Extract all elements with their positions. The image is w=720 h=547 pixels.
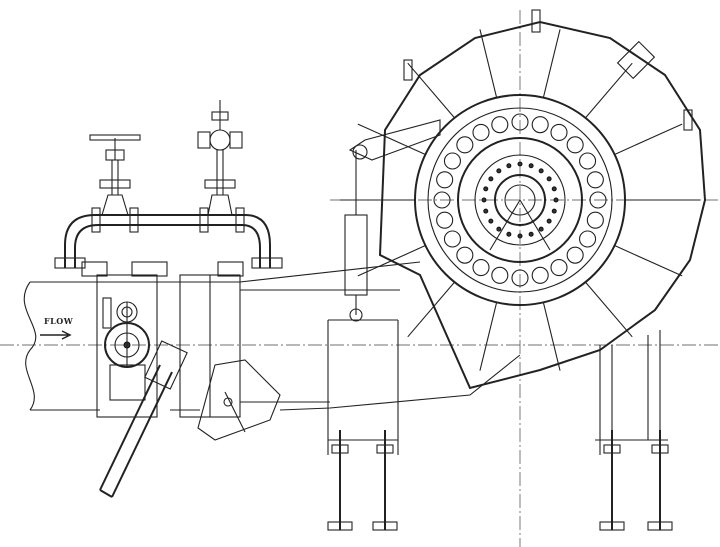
guide-vane — [436, 171, 454, 189]
guide-vane — [436, 211, 454, 229]
guide-vane — [433, 191, 451, 209]
guide-vane — [566, 136, 584, 154]
guide-vane — [472, 123, 490, 142]
casing-rib — [407, 281, 455, 338]
bolt — [496, 168, 502, 174]
spiral-casing — [340, 9, 707, 390]
bolt — [483, 208, 489, 214]
bypass-pipe — [54, 207, 283, 277]
casing-rib — [357, 245, 426, 277]
bolt — [517, 161, 523, 167]
anchor-plate — [647, 521, 673, 531]
guide-vane — [586, 211, 604, 229]
guide-vane — [456, 246, 474, 264]
guide-vane — [550, 123, 568, 142]
bolt — [551, 208, 557, 214]
flow-label: FLOW — [44, 316, 74, 326]
guide-vane — [511, 113, 529, 131]
casing-rib — [585, 281, 633, 338]
anchor-plate — [599, 521, 625, 531]
guide-vane — [456, 136, 474, 154]
inlet-pipe — [23, 261, 521, 418]
guide-vane — [586, 171, 604, 189]
casing-rib — [357, 123, 426, 155]
bolt — [546, 218, 552, 224]
anchor-nut — [603, 444, 621, 454]
bolt — [553, 197, 559, 203]
casing-rib — [407, 62, 455, 119]
casing-rib — [614, 245, 683, 277]
bolt — [488, 218, 494, 224]
gate-valve-manual — [89, 134, 141, 216]
bolt — [488, 176, 494, 182]
guide-vane — [578, 152, 597, 170]
bolt — [528, 231, 534, 237]
casing-rib — [542, 302, 561, 371]
guide-vane — [491, 266, 509, 284]
support-legs — [327, 319, 673, 531]
bolt — [506, 163, 512, 169]
bolt — [481, 197, 487, 203]
bolt — [551, 186, 557, 192]
bolt — [483, 186, 489, 192]
guide-vane — [443, 152, 462, 170]
guide-vane — [531, 266, 549, 284]
guide-vane — [472, 258, 490, 277]
casing-rib — [479, 302, 498, 371]
bypass-damper-plate — [197, 359, 281, 441]
bolt — [528, 163, 534, 169]
guide-vane — [578, 230, 597, 248]
anchor-nut — [331, 444, 349, 454]
guide-vane — [550, 258, 568, 277]
guide-vane — [511, 269, 529, 287]
anchor-nut — [376, 444, 394, 454]
valve-operator — [99, 297, 188, 498]
bolt — [538, 168, 544, 174]
bolt — [538, 226, 544, 232]
casing-rib — [479, 29, 498, 98]
guide-vane — [531, 116, 549, 134]
casing-rib — [585, 62, 633, 119]
bolt — [506, 231, 512, 237]
hydraulic-cylinder — [344, 119, 441, 322]
guide-vane — [589, 191, 607, 209]
anchor-plate — [372, 521, 398, 531]
bolt — [496, 226, 502, 232]
guide-vane — [491, 116, 509, 134]
gate-valve-motorized — [197, 100, 243, 216]
guide-vane — [566, 246, 584, 264]
anchor-nut — [651, 444, 669, 454]
bolt — [546, 176, 552, 182]
guide-vane — [443, 230, 462, 248]
anchor-plate — [327, 521, 353, 531]
casing-rib — [614, 123, 683, 155]
casing-rib — [542, 29, 561, 98]
bolt — [517, 233, 523, 239]
